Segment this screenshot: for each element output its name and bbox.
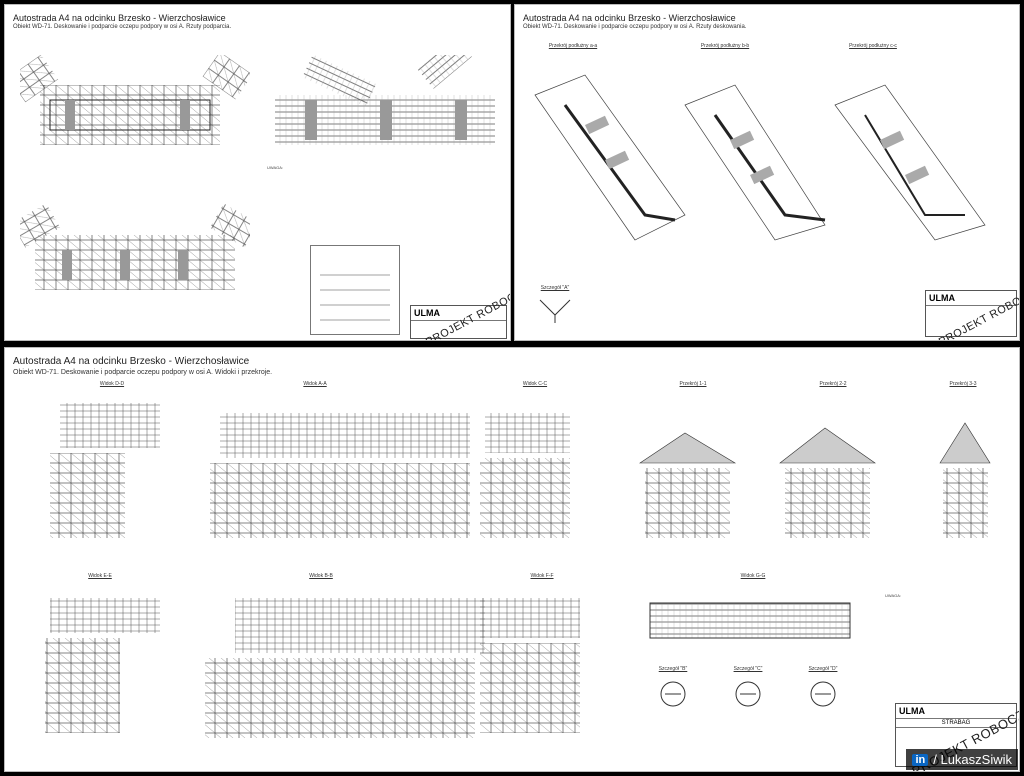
notes-heading: UWAGA:: [885, 593, 902, 598]
view-label: Widok G-G: [740, 573, 766, 579]
sheet-title: Autostrada A4 na odcinku Brzesko - Wierz…: [13, 356, 250, 367]
sheet-formwork-plans: Autostrada A4 na odcinku Brzesko - Wierz…: [514, 4, 1020, 341]
sheet-views-sections: Autostrada A4 na odcinku Brzesko - Wierz…: [4, 347, 1020, 772]
ulma-logo: ULMA: [896, 704, 1016, 719]
view-label: Przekrój podłużny a-a: [548, 43, 598, 49]
detail-a-drawing: [539, 299, 571, 323]
detail-label: Szczegół "B": [658, 666, 688, 672]
view-label: Przekrój podłużny c-c: [849, 43, 897, 49]
sheet-subtitle: Obiekt WD-71. Deskowanie i podparcie ocz…: [523, 24, 747, 30]
views-top-row-drawing: [50, 403, 991, 538]
linkedin-watermark: in / LukaszSiwik: [906, 749, 1018, 770]
view-label: Widok C-C: [522, 381, 548, 387]
title-block: ULMA: [925, 290, 1017, 337]
support-plan-drawing-bottom: [20, 203, 250, 290]
author-name: / LukaszSiwik: [933, 752, 1012, 767]
formwork-plan-drawing: [275, 55, 495, 145]
detail-label: Szczegół "C": [733, 666, 763, 672]
view-label: Przekrój podłużny b-b: [700, 43, 750, 49]
contractor-name: STRABAG: [896, 719, 1016, 728]
linkedin-icon: in: [912, 753, 929, 766]
sheet-title: Autostrada A4 na odcinku Brzesko - Wierz…: [13, 13, 226, 23]
view-label: Widok F-F: [530, 573, 554, 579]
view-label: Przekrój 1-1: [679, 381, 707, 387]
ulma-logo: ULMA: [926, 291, 1016, 306]
detail-label: Szczegół "D": [808, 666, 838, 672]
view-label: Widok A-A: [303, 381, 327, 387]
view-label: Widok B-B: [309, 573, 333, 579]
legend-box: [310, 245, 400, 335]
title-block: ULMA: [410, 305, 507, 339]
details-drawing: [660, 681, 836, 707]
sheet-title: Autostrada A4 na odcinku Brzesko - Wierz…: [523, 13, 736, 23]
longitudinal-sections-drawing: [534, 74, 986, 241]
sheet-subtitle: Obiekt WD-71. Deskowanie i podparcie ocz…: [13, 24, 232, 30]
sheet-subtitle: Obiekt WD-71. Deskowanie i podparcie ocz…: [13, 369, 273, 376]
ulma-logo: ULMA: [411, 306, 506, 321]
detail-label: Szczegół "A": [540, 285, 570, 291]
view-label: Przekrój 3-3: [949, 381, 977, 387]
view-label: Widok E-E: [88, 573, 112, 579]
view-label: Widok D-D: [99, 381, 125, 387]
notes-heading: UWAGA:: [267, 165, 284, 170]
views-bottom-row-drawing: [45, 598, 851, 738]
sheet-plan-supports: Autostrada A4 na odcinku Brzesko - Wierz…: [4, 4, 511, 341]
view-label: Przekrój 2-2: [819, 381, 847, 387]
support-plan-drawing-top: [20, 55, 250, 145]
